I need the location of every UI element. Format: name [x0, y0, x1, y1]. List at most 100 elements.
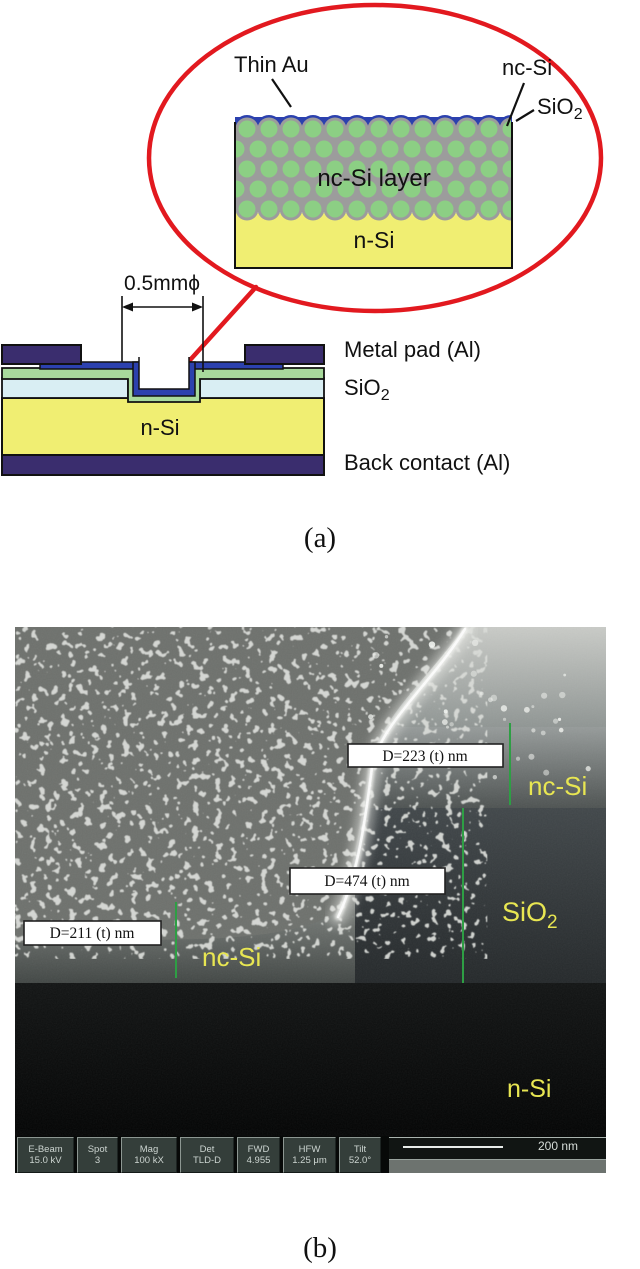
zoom-ellipse [146, 2, 604, 314]
decor-circle [381, 140, 399, 158]
decor-circle [249, 180, 267, 198]
decor-circle [480, 160, 498, 178]
metal-pad-right [244, 344, 325, 365]
decor-circle [403, 140, 421, 158]
sem-dot [471, 639, 479, 647]
sem-nc-si-right-label: nc-Si [528, 771, 587, 801]
decor-circle [370, 120, 388, 138]
decor-circle [381, 180, 399, 198]
decor-circle [326, 160, 344, 178]
databar-label: Det [199, 1144, 215, 1155]
scalebar-row: 200 nm [389, 1138, 606, 1159]
trench-opening [138, 357, 190, 390]
sem-dot [443, 709, 448, 714]
decor-circle [260, 200, 278, 218]
device-sio2-label: SiO2 [344, 375, 390, 404]
databar-label: Mag [139, 1144, 159, 1155]
sem-dot [428, 641, 436, 648]
decor-circle [414, 160, 432, 178]
sem-dot [488, 697, 493, 703]
decor-circle [436, 160, 454, 178]
inset-layer-label: nc-Si layer [317, 165, 430, 192]
databar-scalebar-cell: 200 nm [389, 1137, 606, 1173]
sem-dot [379, 663, 384, 668]
sem-sio2-sub: 2 [547, 912, 558, 933]
sem-dot [515, 756, 521, 761]
sem-dot [372, 652, 380, 659]
sio2-pointer [515, 109, 535, 122]
device-n-si-label: n-Si [140, 415, 179, 440]
sem-image: D=223 (t) nm D=474 (t) nm D=211 (t) nm n… [15, 620, 606, 1130]
sem-dot [541, 692, 548, 699]
decor-circle [480, 200, 498, 218]
inset-stack: nc-Si layer n-Si [234, 115, 513, 269]
decor-circle [370, 200, 388, 218]
decor-circle [348, 120, 366, 138]
inset-nc-si-label: nc-Si [502, 55, 552, 80]
decor-circle [480, 120, 498, 138]
inset-sio2-base: SiO [537, 94, 574, 119]
sem-dot [470, 670, 477, 677]
decor-circle [359, 140, 377, 158]
inset-sio2-label: SiO2 [537, 94, 583, 123]
decor-circle [337, 140, 355, 158]
sem-dot [368, 714, 374, 720]
decor-circle [304, 200, 322, 218]
decor-circle [502, 120, 511, 138]
measurement-text-211: D=211 (t) nm [50, 925, 135, 942]
sem-databar: E-Beam 15.0 kV Spot 3 Mag 100 kX Det TLD… [15, 1136, 606, 1173]
inset-outline [234, 122, 513, 269]
decor-circle [458, 120, 476, 138]
decor-circle [282, 160, 300, 178]
decor-circle [403, 180, 421, 198]
decor-circle [293, 180, 311, 198]
decor-circle [249, 140, 267, 158]
decor-circle [260, 160, 278, 178]
thin-au-label: Thin Au [234, 52, 309, 77]
decor-circle [304, 120, 322, 138]
decor-circle [436, 200, 454, 218]
decor-circle [469, 140, 487, 158]
measurement-lines [175, 723, 511, 983]
sem-sio2-base: SiO [502, 897, 547, 927]
sem-dot [552, 718, 559, 724]
databar-cell-hfw: HFW 1.25 μm [283, 1137, 336, 1173]
decor-circle [236, 205, 237, 213]
inset-n-si-layer [235, 213, 512, 268]
decor-circle [370, 160, 388, 178]
databar-label: E-Beam [28, 1144, 63, 1155]
sem-dot [502, 717, 507, 721]
databar-cell-mag: Mag 100 kX [121, 1137, 177, 1173]
databar-label: FWD [247, 1144, 270, 1155]
sem-dot [449, 722, 454, 727]
nc-si-pointer [505, 82, 526, 127]
databar-value: 1.25 μm [292, 1155, 327, 1166]
decor-circle [348, 200, 366, 218]
sem-region-labels: nc-Si SiO2 nc-Si n-Si [202, 771, 587, 1103]
decor-circle [271, 180, 289, 198]
back-contact-layer [1, 454, 325, 476]
sem-dot [585, 766, 591, 772]
sio2-layer-left [1, 377, 129, 399]
decor-circle [392, 200, 410, 218]
decor-circle [326, 200, 344, 218]
databar-cell-ebeam: E-Beam 15.0 kV [17, 1137, 74, 1173]
device-sio2-sub: 2 [381, 387, 390, 404]
decor-circle [458, 200, 476, 218]
sem-dot [500, 705, 508, 712]
metal-pad-left [1, 344, 82, 365]
sem-dot [563, 673, 567, 677]
device-cross-section: n-Si [1, 344, 325, 476]
databar-cell-tilt: Tilt 52.0° [339, 1137, 381, 1173]
sem-dot [531, 728, 536, 733]
measurement-box-474 [289, 867, 446, 895]
device-sio2-base: SiO [344, 375, 381, 400]
sem-nc-si-left-label: nc-Si [202, 942, 261, 972]
sem-dot [384, 635, 389, 639]
measurement-box-223 [347, 743, 504, 768]
sem-dot [540, 730, 546, 736]
decor-circle [282, 120, 300, 138]
measurement-boxes: D=223 (t) nm D=474 (t) nm D=211 (t) nm [23, 743, 504, 946]
decor-circle [304, 160, 322, 178]
